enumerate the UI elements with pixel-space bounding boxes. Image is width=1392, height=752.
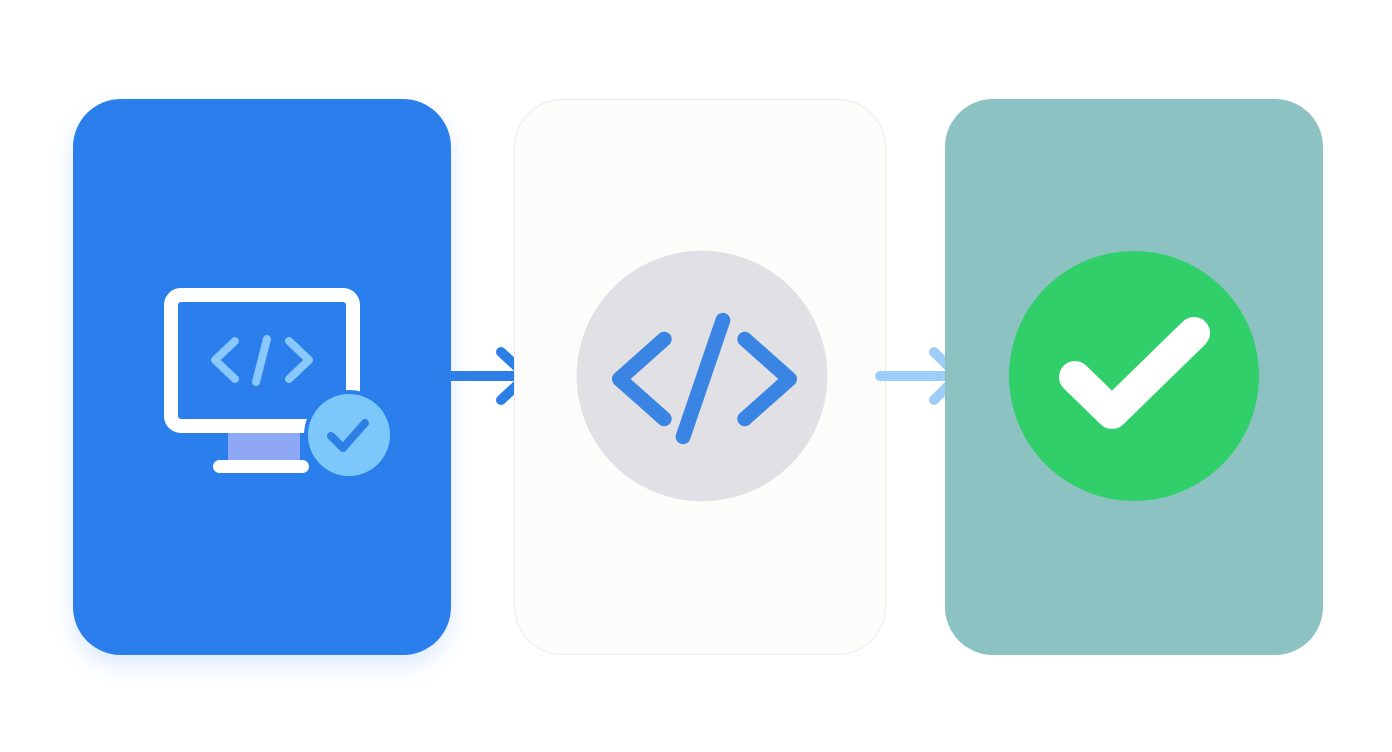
- success-step-graphic: [1009, 251, 1259, 501]
- monitor-frame: [164, 288, 360, 433]
- badge-check-icon: [327, 419, 369, 452]
- monitor-stand: [228, 433, 300, 461]
- check-badge: [308, 394, 390, 476]
- code-step-graphic: [576, 250, 828, 502]
- monitor-code-check-icon: [164, 288, 394, 480]
- monitor-base: [213, 460, 309, 473]
- code-brackets-icon: [611, 312, 797, 445]
- step-card-monitor: [73, 99, 451, 655]
- step-card-success: [945, 99, 1323, 655]
- check-circle-icon: [1059, 317, 1210, 429]
- code-brackets-small-icon: [211, 335, 313, 386]
- step-card-code: [514, 99, 886, 655]
